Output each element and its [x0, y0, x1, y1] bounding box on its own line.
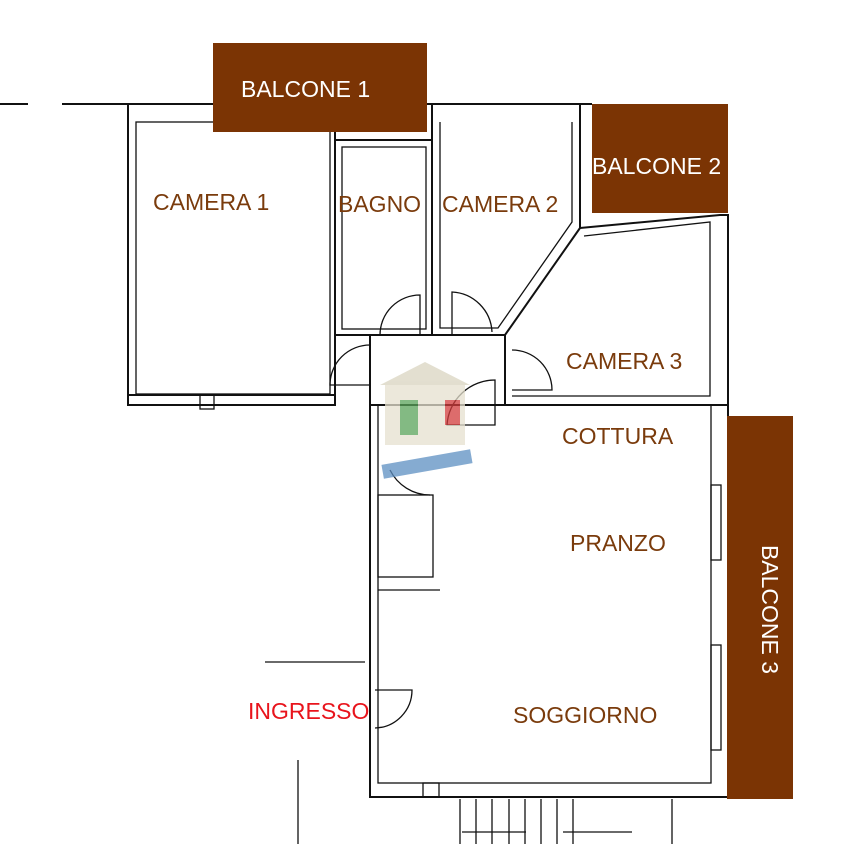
room-camera-2-label: CAMERA 2 — [442, 191, 559, 217]
door-camera-1 — [329, 344, 371, 386]
wall-camera-3 — [504, 214, 729, 406]
wall-camera-3-inner — [512, 221, 711, 397]
window — [710, 484, 722, 561]
balcony-1 — [213, 43, 427, 132]
room-pranzo-label: PRANZO — [570, 530, 666, 556]
room-bagno-label: BAGNO — [338, 191, 422, 217]
room-ingresso-label: INGRESSO — [248, 698, 370, 724]
door-camera-2 — [451, 291, 493, 335]
wall-bagno — [334, 139, 433, 336]
door-camera-3 — [511, 349, 553, 391]
wall-camera-2 — [431, 104, 581, 336]
pillar — [422, 782, 440, 798]
wall-camera-2-inner — [439, 122, 573, 329]
room-soggiorno-label: SOGGIORNO — [513, 702, 658, 728]
wall-bagno-inner — [341, 146, 427, 330]
window — [710, 644, 722, 751]
pillar — [199, 394, 215, 410]
door-ingresso — [374, 689, 413, 729]
wall-hall — [335, 334, 371, 405]
wall-camera-1 — [127, 103, 336, 406]
door-bagno — [379, 294, 421, 336]
balcony-2-label: BALCONE 2 — [592, 153, 722, 179]
room-camera-1-label: CAMERA 1 — [153, 189, 270, 215]
balcony-2 — [592, 104, 728, 213]
balcony-1-label: BALCONE 1 — [241, 76, 371, 102]
agency-logo — [380, 362, 473, 479]
balcony-3 — [727, 416, 793, 799]
wall-closet — [377, 494, 434, 578]
wall-camera-1-inner — [135, 121, 331, 395]
stairs — [459, 799, 673, 844]
room-camera-3-label: CAMERA 3 — [566, 348, 683, 374]
balcony-3-label: BALCONE 3 — [757, 544, 784, 675]
wall-living-inner — [377, 404, 712, 784]
room-cottura-label: COTTURA — [562, 423, 674, 449]
